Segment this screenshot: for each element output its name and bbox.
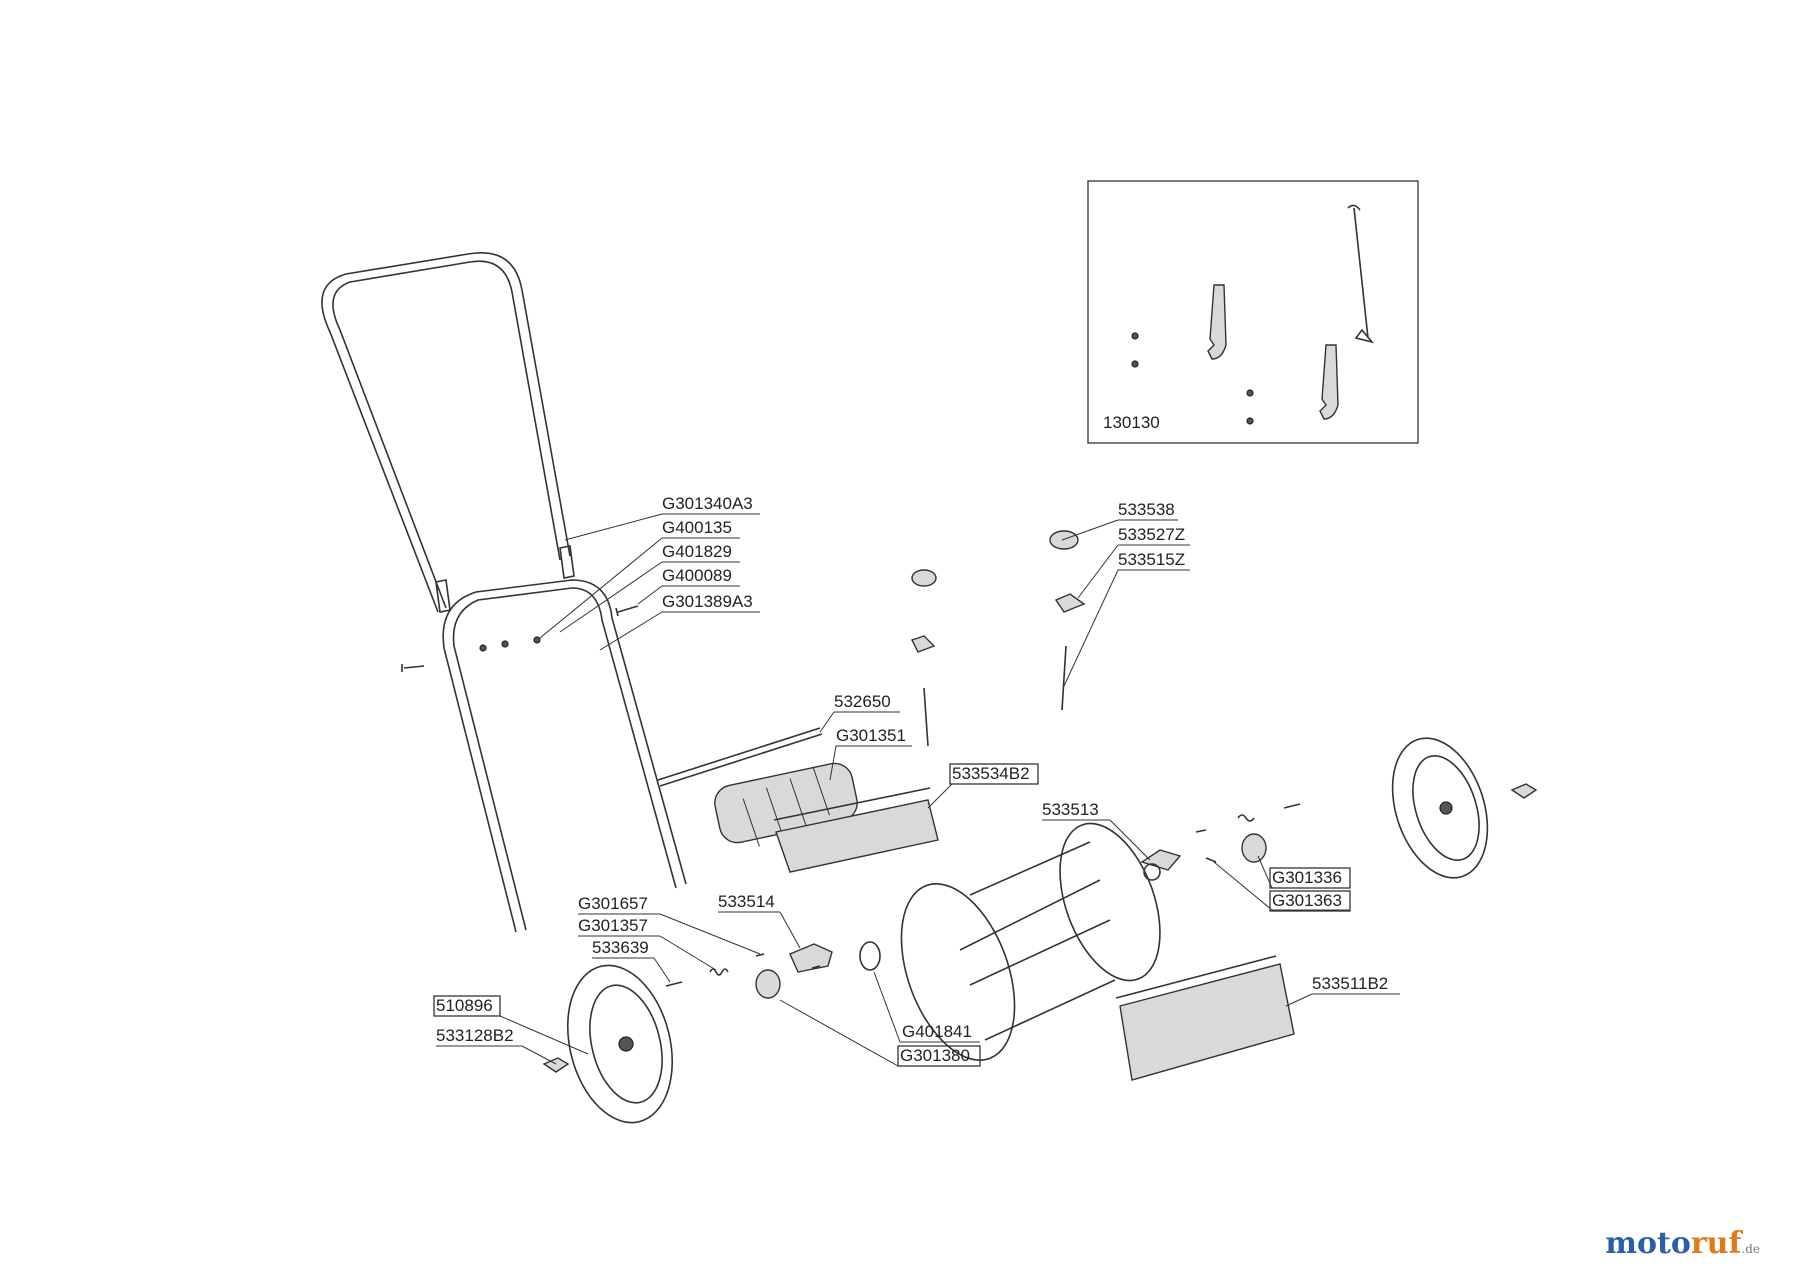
label-G400135: G400135	[662, 518, 732, 537]
clip-533527Z	[1054, 593, 1086, 613]
cap-right	[1510, 783, 1538, 799]
bar-533534B2	[773, 787, 939, 873]
lower-handle	[442, 579, 687, 933]
pin-right	[1195, 829, 1217, 863]
bearing-G401841	[859, 941, 881, 971]
label-G301657: G301657	[578, 894, 648, 913]
label-533515Z: 533515Z	[1118, 550, 1185, 569]
label-G301363: G301363	[1272, 891, 1342, 910]
bedknife-533511B2	[1115, 955, 1295, 1081]
label-G301336: G301336	[1272, 868, 1342, 887]
handle-bolt-left	[401, 664, 425, 672]
bolt-533515Z	[1061, 645, 1067, 711]
part-labels: G301340A3 G400135 G401829 G400089 G30138…	[433, 494, 1388, 1067]
reel-cylinder	[900, 822, 1182, 1061]
clip-left	[911, 635, 936, 653]
brand-part2: ruf	[1690, 1226, 1742, 1261]
spring-G301357	[709, 968, 729, 976]
label-533538: 533538	[1118, 500, 1175, 519]
label-533534B2: 533534B2	[952, 764, 1030, 783]
rod-532650	[657, 727, 823, 787]
knob-533538	[1049, 530, 1079, 550]
bolt-right	[1283, 803, 1301, 809]
gear-G301380	[755, 969, 781, 999]
upper-handle	[321, 252, 575, 613]
bearing-right	[1143, 863, 1161, 881]
label-533639: 533639	[592, 938, 649, 957]
handle-bolt-right	[615, 605, 639, 617]
wheel-right	[1391, 737, 1489, 879]
label-G400089: G400089	[662, 566, 732, 585]
label-533128B2: 533128B2	[436, 1026, 514, 1045]
gear-G301336	[1241, 833, 1267, 863]
knob-left	[911, 569, 937, 587]
label-533514: 533514	[718, 892, 775, 911]
label-G401829: G401829	[662, 542, 732, 561]
label-G301357: G301357	[578, 916, 648, 935]
wheel-left	[566, 964, 674, 1124]
pin-G301657	[755, 953, 765, 957]
inset-part-number: 130130	[1103, 413, 1160, 432]
label-510896: 510896	[436, 996, 493, 1015]
label-533511B2: 533511B2	[1312, 974, 1388, 993]
label-533513: 533513	[1042, 800, 1099, 819]
label-533527Z: 533527Z	[1118, 525, 1185, 544]
cap-left	[542, 1057, 570, 1073]
label-G301389A3: G301389A3	[662, 592, 753, 611]
label-G401841: G401841	[902, 1022, 972, 1041]
label-G301340A3: G301340A3	[662, 494, 753, 513]
label-G301351: G301351	[836, 726, 906, 745]
bracket-533514	[789, 943, 833, 973]
bolt-533639	[665, 981, 683, 987]
label-G301380: G301380	[900, 1046, 970, 1065]
bolt-long	[923, 687, 929, 747]
inset-box: 130130	[1087, 180, 1419, 444]
brand-tld: .de	[1741, 1242, 1760, 1256]
pin-small	[811, 965, 821, 969]
spring-right	[1237, 814, 1255, 822]
label-532650: 532650	[834, 692, 891, 711]
brand-part1: moto	[1605, 1226, 1691, 1261]
brand-logo: motoruf.de	[1605, 1226, 1760, 1261]
